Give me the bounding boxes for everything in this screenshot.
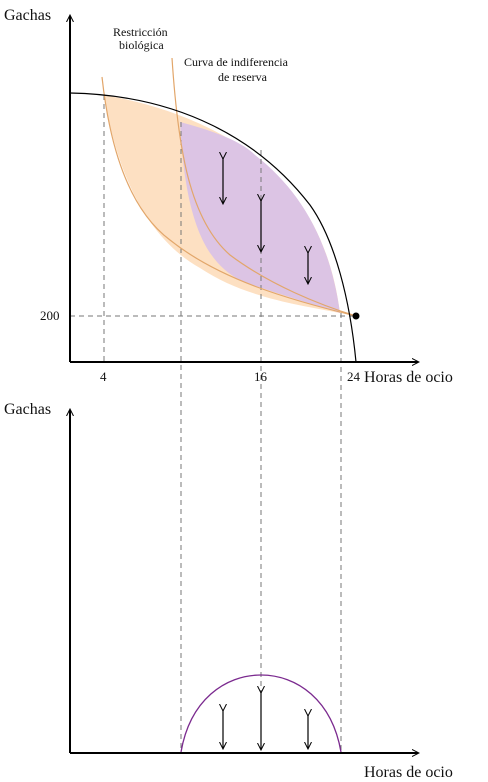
endowment-point xyxy=(352,312,360,320)
x-tick-4: 4 xyxy=(100,369,107,384)
bottom-panel: Gachas Horas de ocio xyxy=(4,401,453,781)
double-arrows-top xyxy=(223,158,308,283)
x-axis-label-bottom: Horas de ocio xyxy=(364,764,453,781)
y-axis-label-bottom: Gachas xyxy=(4,401,51,418)
x-tick-24: 24 xyxy=(347,369,361,384)
constraint-annotation-line2: biológica xyxy=(119,38,164,52)
y-axis-label-top: Gachas xyxy=(4,7,51,24)
x-axis-label-top: Horas de ocio xyxy=(364,369,453,386)
y-tick-200: 200 xyxy=(40,308,60,323)
x-tick-16: 16 xyxy=(254,369,268,384)
top-panel: Gachas Horas de ocio 200 4 16 24 Restric… xyxy=(4,7,453,752)
indifference-annotation-line2: de reserva xyxy=(218,70,268,84)
indifference-curve-left xyxy=(101,76,357,317)
purple-region xyxy=(180,122,340,313)
biological-constraint-curve xyxy=(69,92,357,363)
indifference-curve-reserve xyxy=(171,57,357,317)
constraint-annotation-line1: Restricción xyxy=(113,25,168,39)
double-arrows-bottom xyxy=(223,692,308,749)
indifference-annotation-line1: Curva de indiferencia xyxy=(184,55,289,69)
bottom-arc-curve xyxy=(180,674,342,753)
